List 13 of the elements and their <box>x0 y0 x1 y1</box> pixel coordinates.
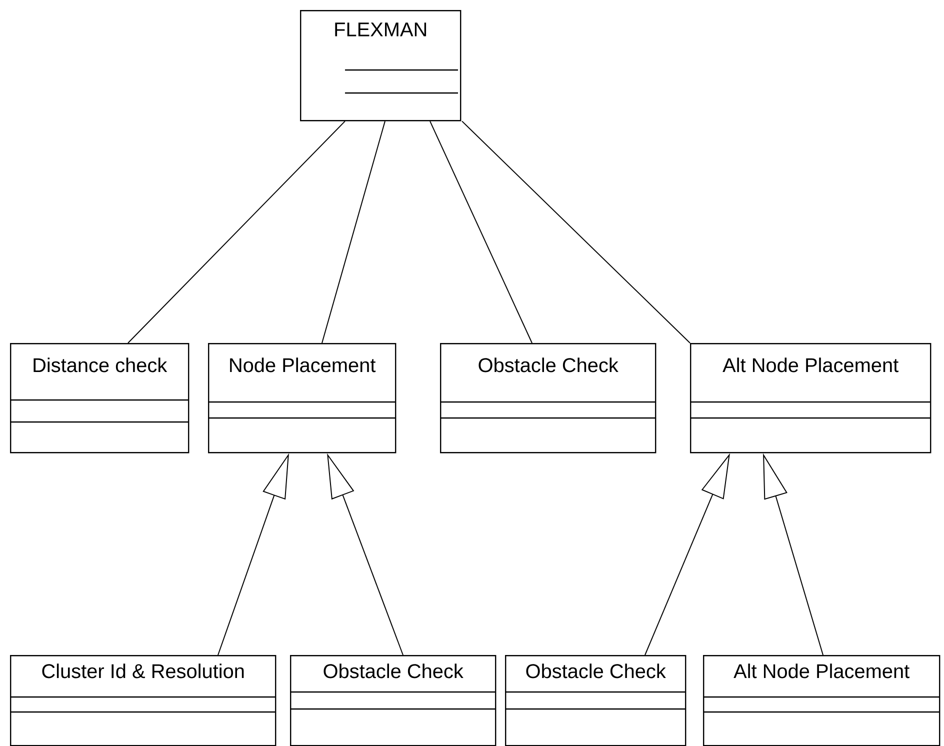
class-box: Obstacle Check <box>505 655 686 746</box>
class-box: Alt Node Placement <box>703 655 940 746</box>
class-box: Obstacle Check <box>290 655 496 746</box>
association-line <box>128 120 346 344</box>
class-box: Alt Node Placement <box>690 343 932 454</box>
class-box: FLEXMAN <box>300 10 462 122</box>
class-box: Obstacle Check <box>440 343 656 454</box>
association-line <box>322 120 386 344</box>
association-line <box>430 120 532 344</box>
class-box: Node Placement <box>208 343 396 454</box>
class-box: Cluster Id & Resolution <box>10 655 276 746</box>
association-line <box>462 120 690 344</box>
class-box: Distance check <box>10 343 190 454</box>
